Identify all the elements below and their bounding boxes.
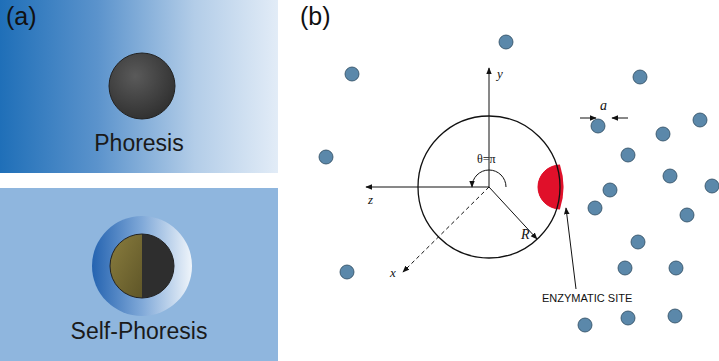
- janus-particle: [110, 234, 174, 298]
- molecule: [621, 148, 635, 162]
- gradient-panel: [0, 0, 278, 173]
- y-axis: [489, 68, 490, 187]
- molecule: [578, 318, 592, 332]
- substrate-molecules: [319, 35, 719, 332]
- catalytic-half: [110, 234, 142, 298]
- particle: [109, 53, 175, 119]
- panel-box: Self-Phoresis: [0, 188, 278, 361]
- molecule: [340, 265, 354, 279]
- enzymatic-site-cap: [538, 165, 560, 209]
- angle-label: θ=π: [477, 152, 496, 167]
- molecule: [591, 119, 605, 133]
- leader-line: [566, 208, 576, 289]
- molecule: [656, 127, 670, 141]
- molecule: [618, 261, 632, 275]
- panel-letter: (a): [6, 2, 37, 31]
- molecule: [588, 201, 602, 215]
- size-arrow: [580, 118, 596, 119]
- z-axis: [366, 187, 489, 188]
- molecule: [633, 70, 647, 84]
- callout-label: ENZYMATIC SITE: [542, 292, 632, 304]
- axis-label: x: [390, 265, 396, 281]
- dimension-label: R: [521, 227, 530, 243]
- molecule: [663, 169, 677, 183]
- panel-title: Self-Phoresis: [0, 318, 278, 345]
- molecule: [345, 67, 359, 81]
- inert-half: [142, 234, 174, 298]
- angle-arc: [472, 170, 506, 187]
- dimension-label: a: [600, 98, 607, 114]
- uniform-panel: [0, 188, 278, 361]
- size-arrow: [612, 118, 628, 119]
- molecule: [669, 261, 683, 275]
- particle-outline: [418, 116, 560, 258]
- molecule: [705, 179, 719, 193]
- molecule: [668, 309, 682, 323]
- panel-letter: (b): [300, 2, 331, 31]
- molecule: [693, 113, 707, 127]
- molecule: [603, 183, 617, 197]
- radius-arrow: [489, 187, 537, 239]
- molecule: [319, 150, 333, 164]
- concentration-halo: [92, 216, 192, 316]
- axis-label: z: [368, 192, 373, 208]
- x-axis: [403, 187, 489, 272]
- molecule: [631, 235, 645, 249]
- molecule: [680, 208, 694, 222]
- panel-box: Phoresis: [0, 0, 278, 173]
- molecule: [621, 311, 635, 325]
- panel-title: Phoresis: [0, 130, 278, 157]
- axis-label: y: [497, 66, 503, 82]
- molecule: [499, 35, 513, 49]
